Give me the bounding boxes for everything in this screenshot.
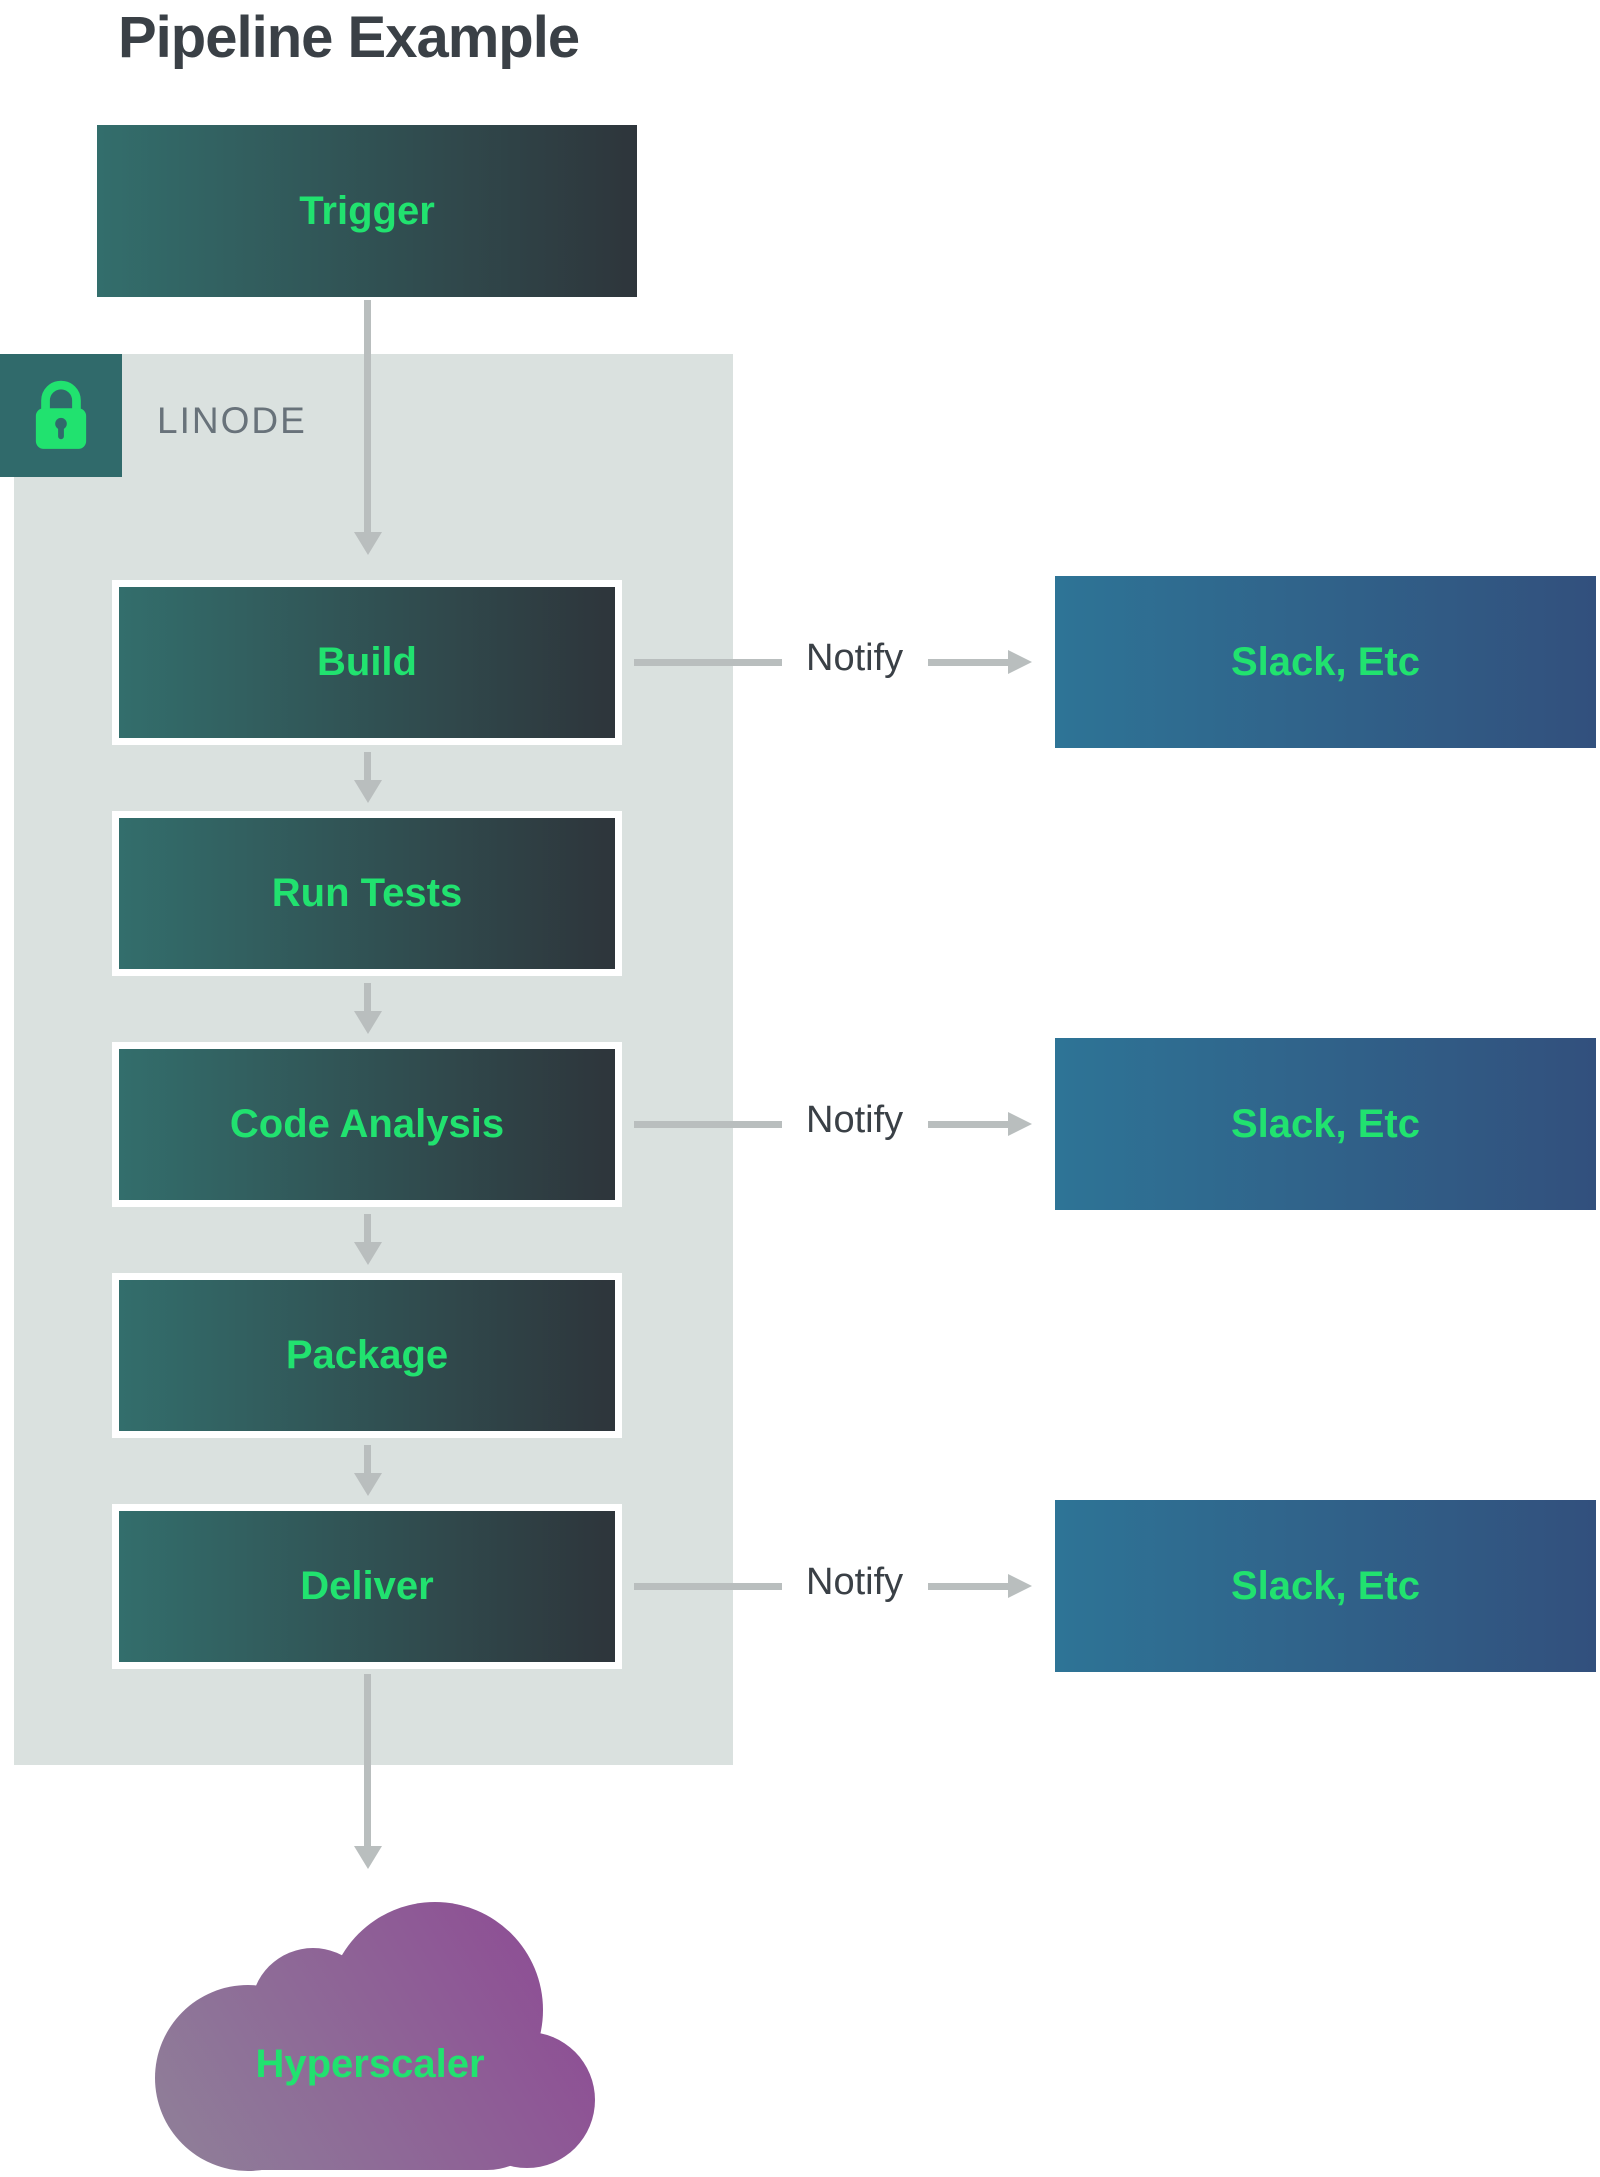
stage-box-code-analysis: Code Analysis — [112, 1042, 622, 1207]
linode-panel-label: LINODE — [157, 400, 307, 441]
cloud-label: Hyperscaler — [255, 2042, 485, 2086]
lock-shackle — [41, 380, 81, 412]
arrow-line — [364, 752, 371, 780]
stage-box-deliver: Deliver — [112, 1504, 622, 1669]
arrow-line — [364, 1214, 371, 1242]
arrow-head — [354, 1473, 382, 1496]
stage-box-package: Package — [112, 1273, 622, 1438]
arrow-line — [364, 983, 371, 1011]
arrow-head — [1008, 1574, 1032, 1598]
connector-line — [634, 1583, 782, 1590]
arrow-head — [1008, 650, 1032, 674]
cloud-base — [183, 2038, 553, 2170]
arrow-head — [1008, 1112, 1032, 1136]
arrow-line — [928, 1121, 1008, 1128]
slack-label: Slack, Etc — [1230, 1563, 1420, 1608]
notify-label: Notify — [806, 1099, 904, 1141]
stage-box-run-tests: Run Tests — [112, 811, 622, 976]
arrow-head — [354, 1242, 382, 1265]
arrow-head — [354, 532, 382, 555]
notify-label: Notify — [806, 1561, 904, 1603]
arrow-head — [354, 780, 382, 803]
lock-keyhole-stem — [58, 425, 64, 439]
slack-label: Slack, Etc — [1230, 639, 1420, 684]
slack-box: Slack, Etc — [1055, 1038, 1596, 1210]
hyperscaler-cloud — [143, 1898, 597, 2172]
connector-line — [634, 659, 782, 666]
arrow-head — [354, 1846, 382, 1869]
stage-label: Package — [285, 1333, 449, 1377]
connector-line — [634, 1121, 782, 1128]
slack-box: Slack, Etc — [1055, 1500, 1596, 1672]
stage-label: Deliver — [300, 1564, 434, 1608]
arrow-line — [364, 300, 371, 532]
arrow-line — [928, 1583, 1008, 1590]
arrow-line — [364, 1674, 371, 1846]
arrow-line — [364, 1445, 371, 1473]
trigger-label: Trigger — [299, 188, 435, 233]
slack-box: Slack, Etc — [1055, 576, 1596, 748]
stage-label: Code Analysis — [229, 1102, 505, 1146]
arrow-line — [928, 659, 1008, 666]
notify-label: Notify — [806, 637, 904, 679]
lock-icon — [35, 380, 87, 449]
cloud-lobes — [155, 1902, 595, 2171]
trigger-box: Trigger — [97, 125, 637, 297]
slack-label: Slack, Etc — [1230, 1101, 1420, 1146]
lock-keyhole — [55, 417, 67, 430]
page-title: Pipeline Example — [118, 5, 580, 70]
stage-box-build: Build — [112, 580, 622, 745]
cloud-shape — [155, 1902, 595, 2171]
stage-label: Run Tests — [271, 871, 463, 915]
lock-badge — [0, 354, 122, 477]
arrow-head — [354, 1011, 382, 1034]
stage-label: Build — [317, 640, 417, 684]
